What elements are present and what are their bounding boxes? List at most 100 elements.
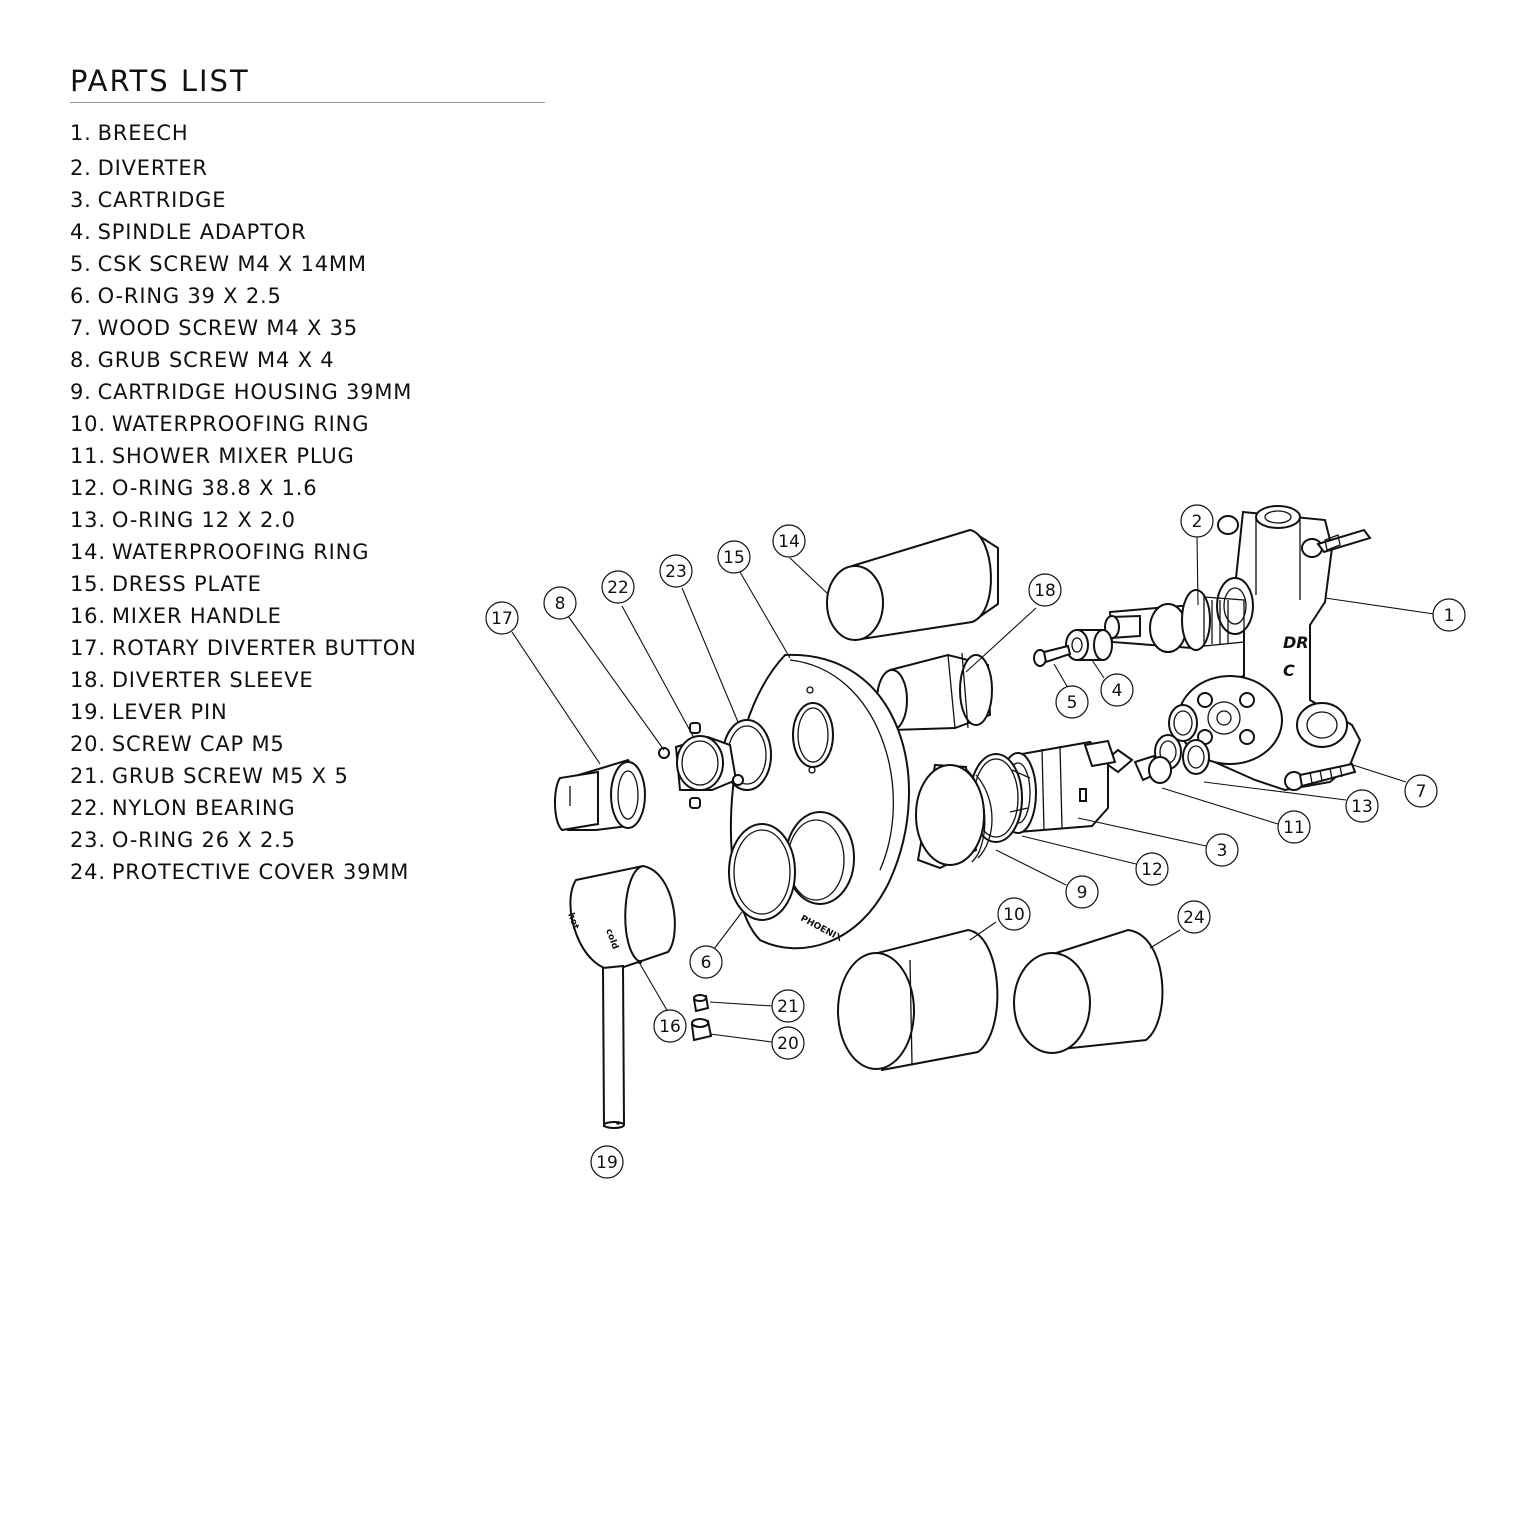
part-mixer-handle: hot cold <box>565 864 676 972</box>
callout-number: 13 <box>1351 797 1373 817</box>
breech-mark-dr: DR <box>1283 633 1309 652</box>
leader-9 <box>995 849 1067 886</box>
part-number: 3. <box>70 188 92 212</box>
callout-number: 9 <box>1077 883 1088 903</box>
callout-circle <box>543 586 577 620</box>
leader-5 <box>1053 663 1069 689</box>
callout-circle <box>485 601 519 635</box>
part-number: 23. <box>70 828 106 852</box>
part-number: 8. <box>70 348 92 372</box>
part-grub-screw-m4 <box>658 747 670 759</box>
leader-10 <box>969 921 997 941</box>
callout-3: 3 <box>1205 833 1239 867</box>
parts-list-item: 3.CARTRIDGE <box>70 184 545 216</box>
callout-circle <box>997 897 1031 931</box>
parts-list-item: 11.SHOWER MIXER PLUG <box>70 440 545 472</box>
callout-24: 24 <box>1177 900 1211 934</box>
callout-circle <box>1345 789 1379 823</box>
callout-16: 16 <box>653 1009 687 1043</box>
callout-circle <box>771 1026 805 1060</box>
part-wood-screw <box>1284 762 1357 791</box>
part-number: 9. <box>70 380 92 404</box>
part-name: O-RING 26 X 2.5 <box>111 828 296 852</box>
part-number: 12. <box>70 476 106 500</box>
callout-5: 5 <box>1055 685 1089 719</box>
part-number: 6. <box>70 284 92 308</box>
part-name: O-RING 38.8 X 1.6 <box>111 476 318 500</box>
part-name: CARTRIDGE <box>97 188 227 212</box>
leader-14 <box>789 557 829 595</box>
leader-1 <box>1324 597 1435 615</box>
callout-1: 1 <box>1432 598 1466 632</box>
callout-8: 8 <box>543 586 577 620</box>
callout-20: 20 <box>771 1026 805 1060</box>
leader-11 <box>1161 787 1279 825</box>
part-o-rings-13 <box>1154 704 1210 775</box>
callout-number: 23 <box>665 562 687 582</box>
part-number: 5. <box>70 252 92 276</box>
leader-4 <box>1091 659 1105 679</box>
parts-list-item: 23.O-RING 26 X 2.5 <box>70 824 545 856</box>
part-number: 15. <box>70 572 106 596</box>
callout-9: 9 <box>1065 875 1099 909</box>
part-number: 1. <box>70 121 92 145</box>
callout-circle <box>1100 673 1134 707</box>
callout-2: 2 <box>1180 504 1214 538</box>
part-number: 7. <box>70 316 92 340</box>
part-screw-cap-m5 <box>690 1018 713 1042</box>
part-name: NYLON BEARING <box>111 796 296 820</box>
callout-circle <box>771 989 805 1023</box>
part-rotary-diverter-button <box>554 758 646 832</box>
callout-circle <box>1205 833 1239 867</box>
leader-15 <box>739 571 791 659</box>
callout-11: 11 <box>1277 810 1311 844</box>
callout-circle <box>689 945 723 979</box>
part-lever-pin <box>601 964 626 1129</box>
part-name: WATERPROOFING RING <box>111 412 370 436</box>
part-name: SCREW CAP M5 <box>111 732 285 756</box>
leader-7 <box>1349 763 1407 783</box>
part-number: 17. <box>70 636 106 660</box>
part-number: 2. <box>70 156 92 180</box>
part-name: CSK SCREW M4 X 14MM <box>97 252 367 276</box>
callout-number: 19 <box>596 1153 618 1173</box>
part-grub-screw-m5 <box>692 994 710 1013</box>
callout-21: 21 <box>771 989 805 1023</box>
part-spindle-adaptor <box>1065 629 1113 661</box>
part-waterproofing-ring-10 <box>837 928 999 1072</box>
part-diverter-sleeve <box>876 652 993 732</box>
callout-number: 6 <box>701 953 712 973</box>
parts-list-item: 16.MIXER HANDLE <box>70 600 545 632</box>
callout-6: 6 <box>689 945 723 979</box>
part-nylon-bearing <box>674 722 744 809</box>
callout-12: 12 <box>1135 852 1169 886</box>
callout-circle <box>1404 774 1438 808</box>
leader-24 <box>1149 929 1181 949</box>
parts-list-item: 19.LEVER PIN <box>70 696 545 728</box>
parts-list-item: 1.BREECH <box>70 117 545 149</box>
callout-circle <box>1135 852 1169 886</box>
parts-list-item: 21.GRUB SCREW M5 X 5 <box>70 760 545 792</box>
parts-list-item: 5.CSK SCREW M4 X 14MM <box>70 248 545 280</box>
part-name: O-RING 12 X 2.0 <box>111 508 296 532</box>
part-number: 19. <box>70 700 106 724</box>
callout-22: 22 <box>601 570 635 604</box>
parts-list-item: 12.O-RING 38.8 X 1.6 <box>70 472 545 504</box>
part-name: ROTARY DIVERTER BUTTON <box>111 636 417 660</box>
leader-20 <box>709 1033 773 1043</box>
callout-10: 10 <box>997 897 1031 931</box>
callout-number: 2 <box>1192 512 1203 532</box>
parts-list-item: 4.SPINDLE ADAPTOR <box>70 216 545 248</box>
parts-list-item: 7.WOOD SCREW M4 X 35 <box>70 312 545 344</box>
callout-23: 23 <box>659 554 693 588</box>
leader-17 <box>511 631 601 765</box>
callout-circle <box>601 570 635 604</box>
part-name: DRESS PLATE <box>111 572 262 596</box>
part-name: MIXER HANDLE <box>111 604 282 628</box>
parts-list-item: 6.O-RING 39 X 2.5 <box>70 280 545 312</box>
part-shower-mixer-plug <box>1102 748 1172 784</box>
parts-list-item: 18.DIVERTER SLEEVE <box>70 664 545 696</box>
callout-number: 24 <box>1183 908 1205 928</box>
part-name: DIVERTER <box>97 156 208 180</box>
